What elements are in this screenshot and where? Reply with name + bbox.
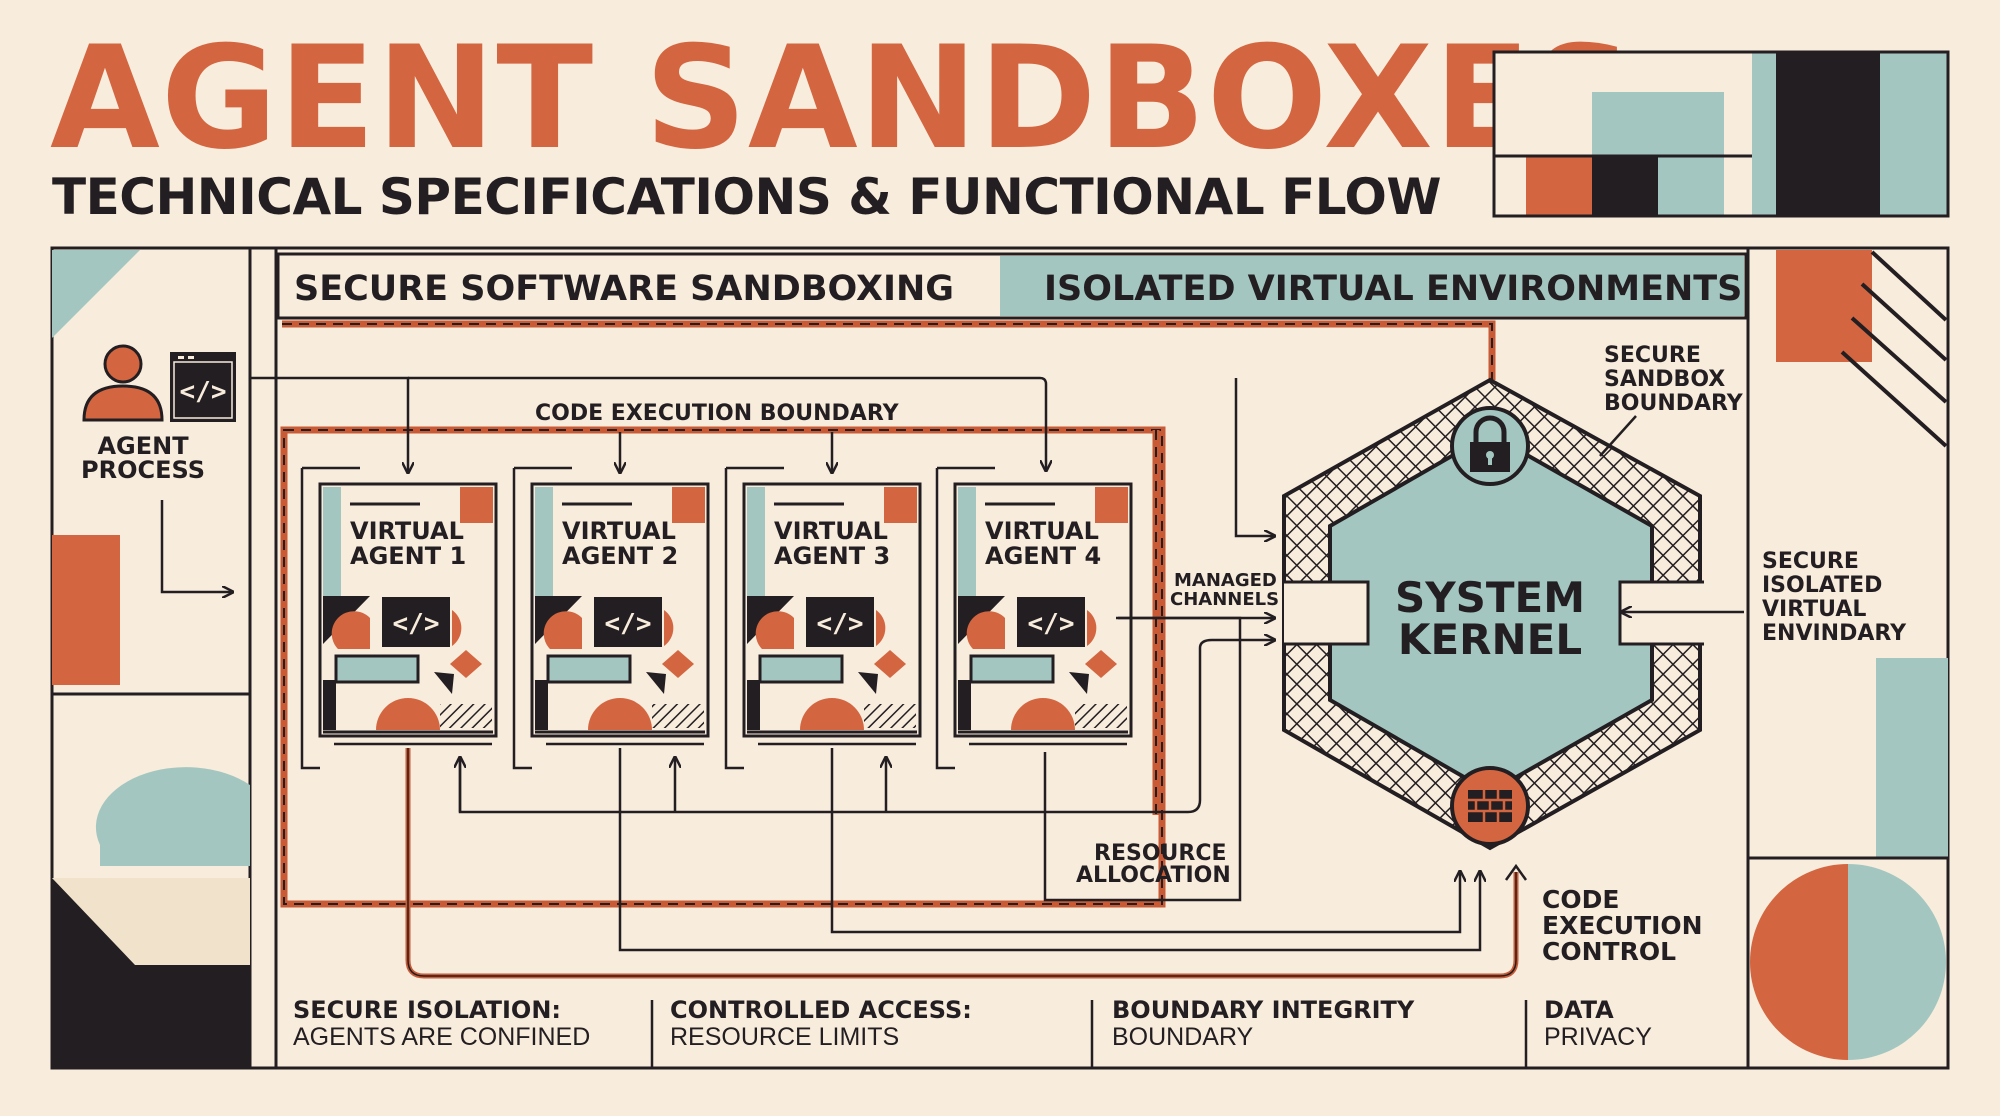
system-kernel: SYSTEM KERNEL [1282, 377, 1704, 851]
svg-text:</>: </> [1028, 609, 1075, 639]
agent-process-label-2: PROCESS [81, 456, 205, 484]
virtual-agent-title-3: VIRTUAL [774, 517, 888, 545]
agent-process: </> AGENT PROCESS [81, 344, 236, 592]
lock-icon [1450, 406, 1530, 486]
footer-item-1-body: AGENTS ARE CONFINED [293, 1023, 590, 1051]
page-title: AGENT SANDBOXES [50, 16, 1636, 181]
left-decorative-panel [52, 248, 278, 1068]
svg-text:SECURE: SECURE [1604, 343, 1701, 368]
process-flow-lines [250, 376, 1274, 536]
footer-item-3-head: BOUNDARY INTEGRITY [1112, 996, 1415, 1024]
footer: SECURE ISOLATION: AGENTS ARE CONFINED CO… [293, 996, 1652, 1068]
code-window-icon [382, 597, 450, 647]
svg-text:SANDBOX: SANDBOX [1604, 367, 1725, 392]
footer-item-2-body: RESOURCE LIMITS [670, 1023, 899, 1051]
code-execution-control-label: CODE EXECUTION CONTROL [1542, 885, 1703, 966]
header-banner: SECURE SOFTWARE SANDBOXING ISOLATED VIRT… [276, 252, 1748, 320]
virtual-agent-subtitle-2: AGENT 2 [562, 542, 678, 570]
virtual-agent-subtitle-3: AGENT 3 [774, 542, 890, 570]
virtual-agent-title-2: VIRTUAL [562, 517, 676, 545]
code-window-icon [594, 597, 662, 647]
virtual-agent-subtitle-4: AGENT 4 [985, 542, 1101, 570]
outer-dashed-boundary [282, 320, 1496, 380]
resource-allocation-label-2: ALLOCATION [1076, 863, 1231, 888]
brick-wall-icon [1450, 766, 1530, 846]
svg-text:EXECUTION: EXECUTION [1542, 911, 1703, 940]
orange-flow-loop [405, 748, 1528, 979]
virtual-agent-title-4: VIRTUAL [985, 517, 1099, 545]
svg-text:</>: </> [817, 609, 864, 639]
virtual-agent-title-1: VIRTUAL [350, 517, 464, 545]
virtual-agent-subtitle-1: AGENT 1 [350, 542, 466, 570]
svg-text:VIRTUAL: VIRTUAL [1762, 597, 1866, 622]
svg-text:CONTROL: CONTROL [1542, 937, 1676, 966]
secure-sandbox-boundary-label: SECURE SANDBOX BOUNDARY [1599, 343, 1744, 457]
footer-item-3-body: BOUNDARY [1112, 1023, 1254, 1051]
managed-channels-label-1: MANAGED [1174, 570, 1277, 591]
code-window-icon: </> [170, 352, 236, 422]
right-decorative-panel [1746, 248, 1948, 1068]
page-subtitle: TECHNICAL SPECIFICATIONS & FUNCTIONAL FL… [52, 168, 1442, 226]
svg-text:</>: </> [605, 609, 652, 639]
secure-isolated-virtual-label: SECURE ISOLATED VIRTUAL ENVINDARY [1762, 549, 1907, 646]
svg-text:</>: </> [393, 609, 440, 639]
svg-text:ISOLATED: ISOLATED [1762, 573, 1882, 598]
agent-process-label-1: AGENT [97, 432, 189, 460]
code-window-icon [806, 597, 874, 647]
code-execution-boundary-label: CODE EXECUTION BOUNDARY [535, 401, 900, 426]
banner-left-label: SECURE SOFTWARE SANDBOXING [294, 269, 954, 309]
user-icon [82, 344, 164, 422]
return-flow-lines [460, 618, 1480, 952]
kernel-label-2: KERNEL [1398, 615, 1582, 664]
svg-text:ENVINDARY: ENVINDARY [1762, 621, 1907, 646]
managed-channels-label-2: CHANNELS [1170, 589, 1279, 610]
svg-text:BOUNDARY: BOUNDARY [1604, 391, 1744, 416]
banner-right-label: ISOLATED VIRTUAL ENVIRONMENTS [1044, 269, 1742, 309]
decorative-corner-block [1492, 50, 1950, 218]
svg-text:</>: </> [180, 377, 227, 407]
footer-item-4-body: PRIVACY [1544, 1023, 1652, 1051]
code-window-icon [1017, 597, 1085, 647]
resource-allocation-label-1: RESOURCE [1094, 841, 1227, 866]
code-execution-boundary [280, 426, 1166, 908]
footer-item-1-head: SECURE ISOLATION: [293, 996, 561, 1024]
svg-text:SECURE: SECURE [1762, 549, 1859, 574]
footer-item-2-head: CONTROLLED ACCESS: [670, 996, 972, 1024]
arrow-icon [160, 500, 232, 592]
kernel-label-1: SYSTEM [1395, 573, 1585, 622]
svg-text:CODE: CODE [1542, 885, 1619, 914]
footer-item-4-head: DATA [1544, 996, 1614, 1024]
